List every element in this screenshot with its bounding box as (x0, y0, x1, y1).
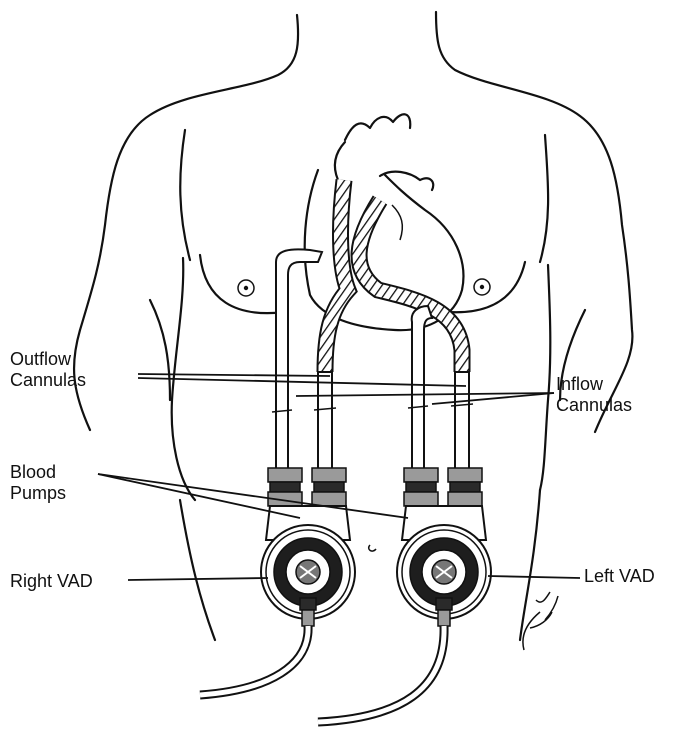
right-vad-label: Right VAD (10, 571, 93, 592)
cannula-cuffs (272, 404, 473, 412)
inflow-cannulas-label: Inflow Cannulas (556, 374, 632, 416)
blood-pumps-label: Blood Pumps (10, 462, 66, 504)
left-vad-label: Left VAD (584, 566, 655, 587)
torso-outline (74, 12, 632, 640)
right-driveline (200, 626, 308, 695)
left-nipple (238, 280, 254, 296)
artist-signature (523, 592, 558, 650)
right-vad-pump (261, 525, 355, 626)
navel (369, 545, 376, 551)
cannula-segment (318, 372, 332, 472)
left-apical-inflow-elbow (412, 306, 432, 470)
outflow-cannulas-label: Outflow Cannulas (10, 349, 86, 391)
cannula-segment (455, 372, 469, 472)
right-nipple (474, 279, 490, 295)
left-driveline (318, 626, 444, 722)
right-atrial-inflow-hook (276, 249, 322, 470)
left-vad-pump (397, 525, 491, 626)
